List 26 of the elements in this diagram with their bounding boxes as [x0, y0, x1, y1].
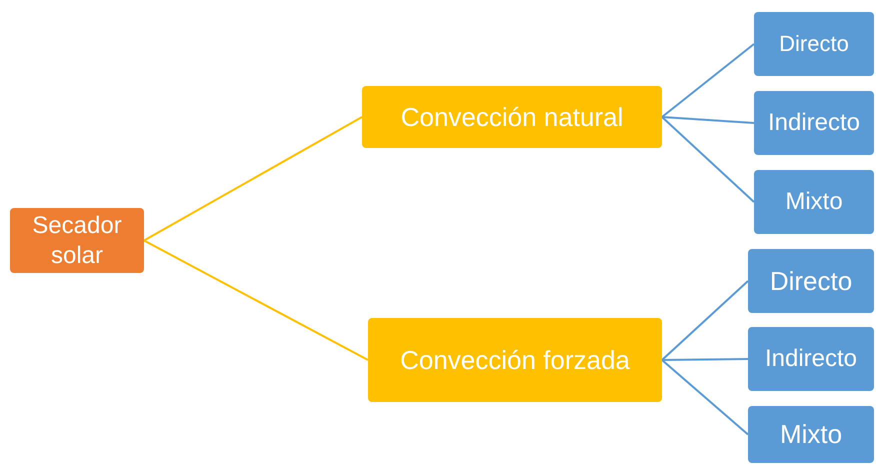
category-box — [754, 91, 874, 155]
category-box — [748, 327, 874, 391]
connector-line — [661, 43, 755, 118]
category-box — [754, 12, 874, 76]
connector-line — [661, 359, 749, 436]
box-label: Indirecto — [768, 108, 860, 138]
connector-line — [662, 116, 754, 124]
box-label: Directo — [770, 264, 852, 298]
category-box — [362, 86, 662, 148]
box-label: Convección forzada — [400, 344, 630, 376]
connector-line — [144, 240, 368, 361]
category-box — [748, 249, 874, 313]
connector-line — [661, 280, 749, 361]
box-label: Secador solar — [31, 210, 123, 270]
category-box — [754, 170, 874, 234]
box-label: Mixto — [785, 187, 843, 217]
connector-line — [144, 116, 362, 242]
box-label: Indirecto — [764, 344, 858, 374]
box-label: Directo — [779, 30, 849, 58]
category-box — [10, 208, 144, 273]
connector-line — [661, 116, 755, 203]
connector-line — [662, 358, 748, 361]
category-box — [368, 318, 662, 402]
box-label: Convección natural — [400, 100, 624, 134]
box-label: Mixto — [780, 418, 842, 451]
category-box — [748, 406, 874, 463]
